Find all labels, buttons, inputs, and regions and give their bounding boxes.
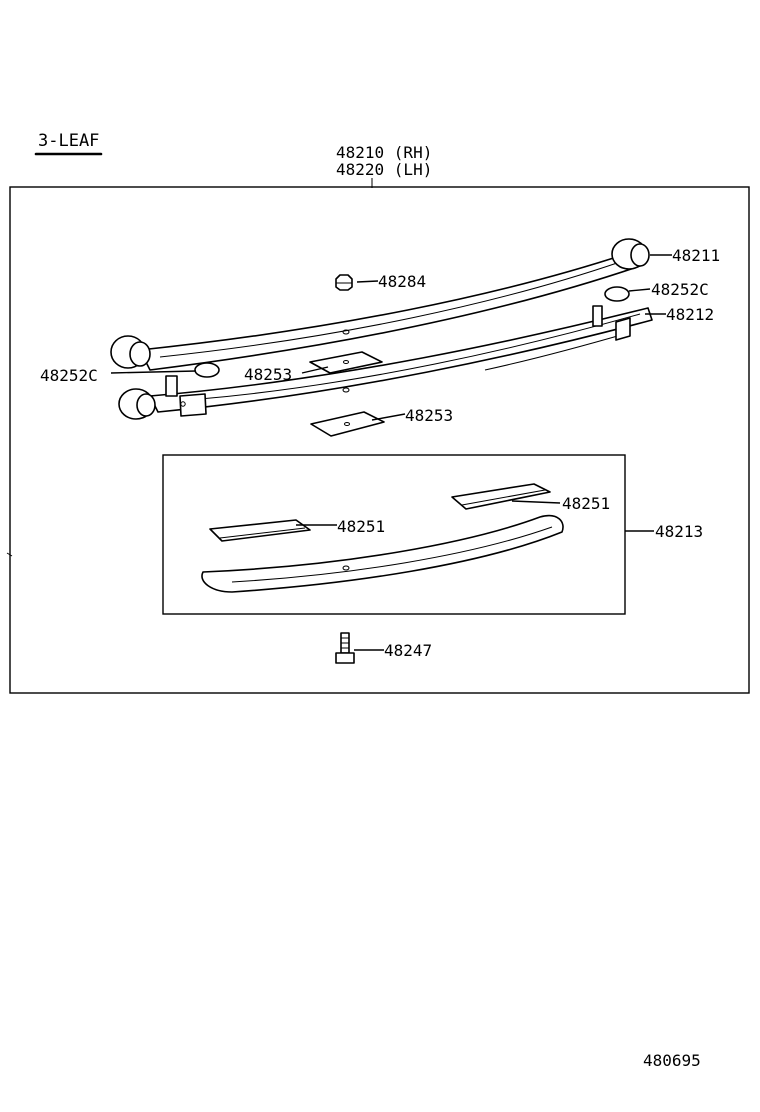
- silencer-upper-right-shape: [604, 286, 630, 302]
- part-number-48213: 48213: [655, 522, 703, 541]
- leader-lines: [110, 254, 672, 651]
- part-number-48284: 48284: [378, 272, 426, 291]
- part-number-48253-lower: 48253: [405, 406, 453, 425]
- part-number-48252c-left: 48252C: [40, 366, 98, 385]
- leaf-no1-shape: [110, 238, 650, 371]
- assembly-number-lh: 48220 (LH): [336, 160, 432, 179]
- insert-right-shape: [451, 483, 551, 510]
- assembly-number-rh: 48210 (RH): [336, 143, 432, 162]
- part-number-48211: 48211: [672, 246, 720, 265]
- illustration-number: 480695: [643, 1051, 701, 1070]
- assembly-frame: [9, 186, 750, 694]
- part-number-48251-left: 48251: [337, 517, 385, 536]
- leaf-no2-shape: [118, 305, 653, 420]
- part-number-48251-right: 48251: [562, 494, 610, 513]
- insert-left-shape: [209, 519, 311, 542]
- insert-upper-shape: [309, 351, 383, 374]
- frame-tick: [6, 552, 13, 557]
- center-bolt-shape: [335, 632, 355, 664]
- leaf-no3-shape: [201, 514, 564, 593]
- part-number-48212: 48212: [666, 305, 714, 324]
- insert-lower-shape: [310, 411, 385, 437]
- variant-label: 3-LEAF: [38, 131, 99, 151]
- part-number-48253-upper: 48253: [244, 365, 292, 384]
- nut-shape: [335, 274, 353, 291]
- part-number-48247: 48247: [384, 641, 432, 660]
- silencer-left-shape: [194, 362, 220, 378]
- leaf-no3-frame: [162, 454, 626, 615]
- part-number-48252c-right: 48252C: [651, 280, 709, 299]
